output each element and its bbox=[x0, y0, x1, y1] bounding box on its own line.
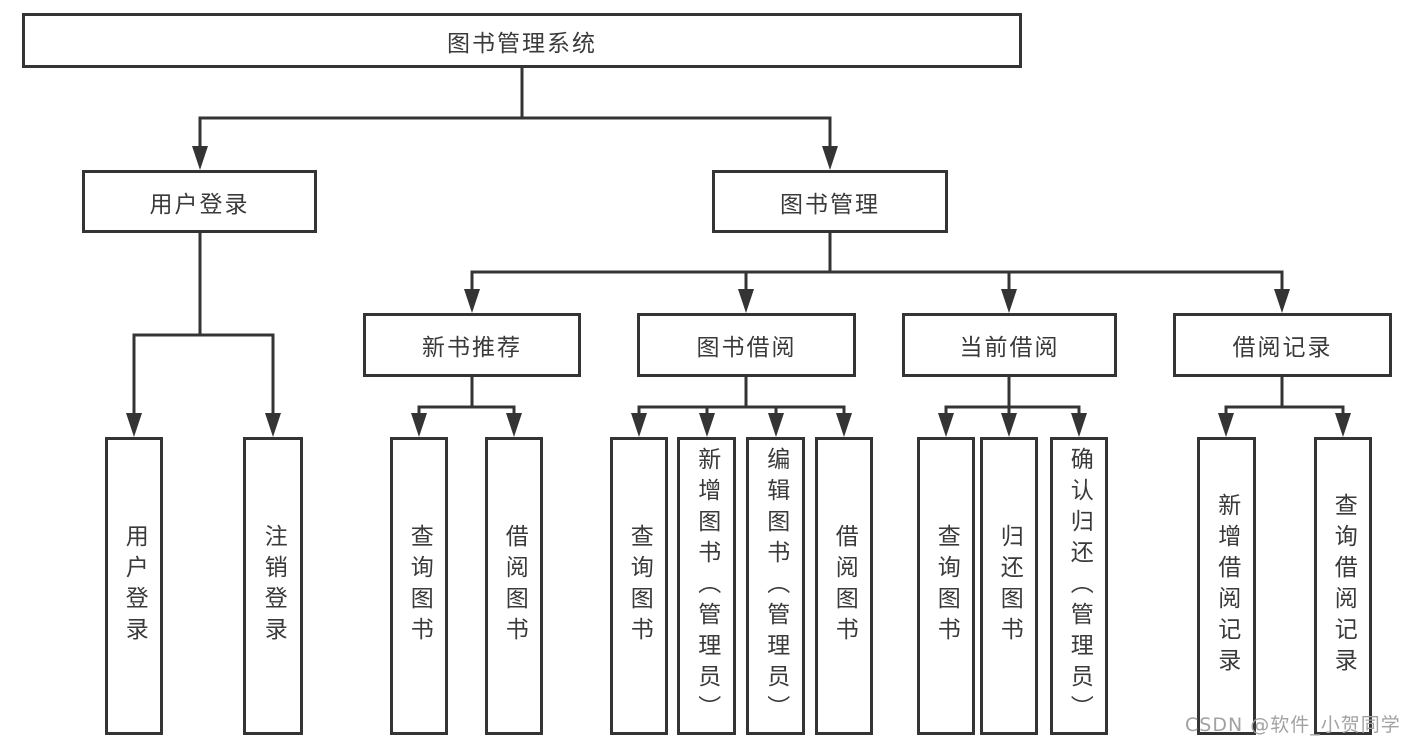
leaf-borrow-query-label: 查询图书 bbox=[626, 524, 653, 648]
node-book-borrow: 图书借阅 bbox=[637, 313, 856, 377]
leaf-newbook-borrow-label: 借阅图书 bbox=[501, 524, 528, 648]
node-user-login: 用户登录 bbox=[82, 170, 317, 233]
leaf-current-confirm-admin: 确认归还（管理员） bbox=[1050, 437, 1108, 735]
leaf-borrow-edit-admin: 编辑图书（管理员） bbox=[746, 437, 805, 735]
leaf-user-login: 用户登录 bbox=[105, 437, 163, 735]
leaf-newbook-query-label: 查询图书 bbox=[406, 524, 433, 648]
leaf-logout-label: 注销登录 bbox=[260, 524, 287, 648]
node-book-borrow-label: 图书借阅 bbox=[696, 335, 797, 361]
leaf-borrow-edit-admin-label: 编辑图书（管理员） bbox=[762, 446, 789, 726]
csdn-watermark: CSDN @软件_小贺同学 bbox=[1185, 714, 1401, 736]
leaf-newbook-query: 查询图书 bbox=[390, 437, 448, 735]
node-root-system: 图书管理系统 bbox=[22, 13, 1022, 68]
leaf-current-query: 查询图书 bbox=[917, 437, 975, 735]
leaf-borrow-add-admin: 新增图书（管理员） bbox=[677, 437, 736, 735]
leaf-logout: 注销登录 bbox=[243, 437, 303, 735]
node-book-management-label: 图书管理 bbox=[780, 191, 880, 218]
leaf-newbook-borrow: 借阅图书 bbox=[485, 437, 543, 735]
leaf-current-return-label: 归还图书 bbox=[996, 524, 1023, 648]
node-new-book-recommend-label: 新书推荐 bbox=[422, 335, 522, 361]
arrowheads bbox=[126, 146, 1351, 437]
node-current-borrow-label: 当前借阅 bbox=[959, 335, 1060, 361]
leaf-record-query-label: 查询借阅记录 bbox=[1330, 493, 1357, 679]
node-book-management: 图书管理 bbox=[712, 170, 948, 233]
node-current-borrow: 当前借阅 bbox=[902, 313, 1117, 377]
leaf-current-query-label: 查询图书 bbox=[933, 524, 960, 648]
leaf-current-confirm-admin-label: 确认归还（管理员） bbox=[1066, 446, 1093, 726]
leaf-borrow-query: 查询图书 bbox=[610, 437, 668, 735]
node-borrow-record-label: 借阅记录 bbox=[1232, 335, 1333, 361]
leaf-current-return: 归还图书 bbox=[980, 437, 1038, 735]
leaf-borrow-book: 借阅图书 bbox=[815, 437, 873, 735]
node-new-book-recommend: 新书推荐 bbox=[363, 313, 581, 377]
leaf-record-add-label: 新增借阅记录 bbox=[1213, 493, 1240, 679]
leaf-user-login-label: 用户登录 bbox=[121, 524, 148, 648]
leaf-borrow-add-admin-label: 新增图书（管理员） bbox=[693, 446, 720, 726]
node-root-system-label: 图书管理系统 bbox=[447, 30, 597, 57]
node-user-login-label: 用户登录 bbox=[149, 191, 250, 218]
leaf-record-query: 查询借阅记录 bbox=[1314, 437, 1372, 735]
node-borrow-record: 借阅记录 bbox=[1173, 313, 1392, 377]
leaf-record-add: 新增借阅记录 bbox=[1197, 437, 1256, 735]
leaf-borrow-book-label: 借阅图书 bbox=[831, 524, 858, 648]
